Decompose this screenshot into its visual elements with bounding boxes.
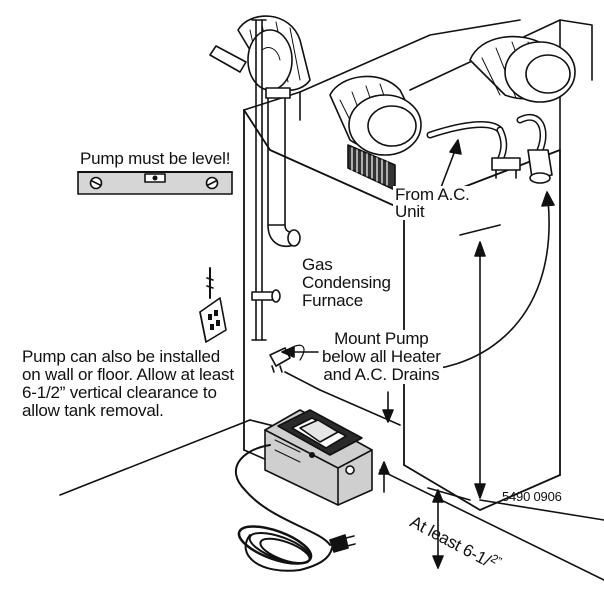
mount-pump-line-2: below all Heater	[322, 347, 441, 366]
exhaust-duct-middle	[329, 75, 422, 156]
furnace-line-3: Furnace	[302, 291, 363, 310]
level-tool	[77, 171, 233, 195]
part-number-label: 5490 0906	[502, 489, 562, 504]
install-note-label: Pump can also be installed on wall or fl…	[22, 348, 234, 420]
from-ac-leader-arrow	[439, 147, 457, 191]
vent-pipes	[209, 19, 301, 341]
mount-pump-line-1: Mount Pump	[334, 329, 429, 348]
from-ac-line-1: From A.C.	[395, 185, 470, 204]
from-ac-line-2: Unit	[395, 202, 425, 221]
mount-pump-line-3: and A.C. Drains	[323, 365, 440, 384]
install-line-3: 6-1/2” vertical clearance to	[22, 383, 217, 402]
install-line-1: Pump can also be installed	[22, 347, 220, 366]
electrical-outlet	[199, 267, 227, 343]
install-line-2: on wall or floor. Allow at least	[22, 365, 234, 384]
ac-condensate-tubes	[426, 113, 553, 184]
power-cord	[234, 444, 356, 572]
arrows	[281, 139, 555, 569]
condensate-pump	[264, 409, 373, 506]
install-line-4: allow tank removal.	[22, 401, 164, 420]
exhaust-duct-left	[237, 15, 311, 92]
from-ac-label: From A.C. Unit	[393, 186, 472, 220]
level-note-label: Pump must be level!	[80, 149, 231, 168]
mount-pump-label: Mount Pump below all Heater and A.C. Dra…	[320, 330, 443, 384]
furnace-line-1: Gas	[302, 255, 333, 274]
furnace-label: Gas Condensing Furnace	[302, 256, 391, 310]
floor-lines	[59, 419, 604, 581]
furnace-line-2: Condensing	[302, 273, 391, 292]
exhaust-duct-right	[469, 35, 576, 103]
